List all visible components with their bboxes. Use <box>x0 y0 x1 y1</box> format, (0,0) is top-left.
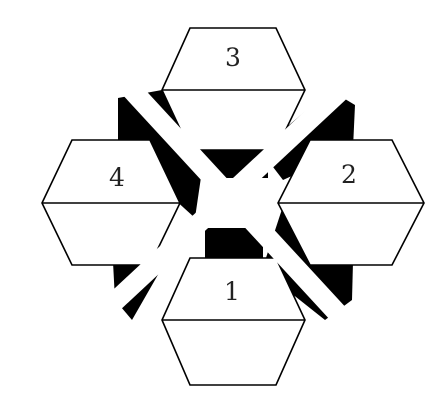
hexagon-tile-right: 2 <box>278 140 424 265</box>
hexagon-left-label: 4 <box>109 163 125 192</box>
hexagon-bottom-label: 1 <box>224 277 240 306</box>
hexagon-top-label: 3 <box>225 43 241 72</box>
hexagon-tile-left: 4 <box>42 140 180 265</box>
hexagon-right-label: 2 <box>341 160 357 189</box>
hexagon-tile-bottom: 1 <box>162 258 305 385</box>
